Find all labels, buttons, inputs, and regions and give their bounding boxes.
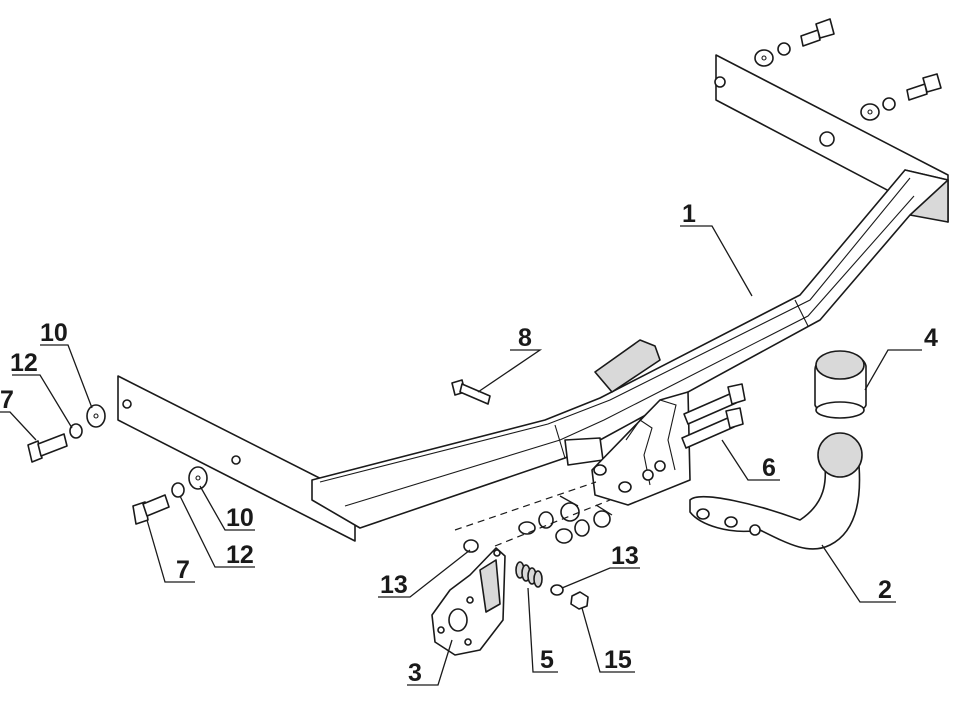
- socket-plate-part-3: [431, 539, 506, 656]
- ball-cap-part-4: [814, 350, 867, 419]
- callout-7-top: 7: [0, 386, 14, 414]
- bracket-nut: [819, 131, 835, 147]
- ball-mount-plate: [591, 391, 691, 506]
- nut-part-15: [570, 591, 589, 610]
- callout-13-left: 13: [380, 571, 408, 599]
- callout-10-top: 10: [40, 319, 68, 347]
- callout-1: 1: [682, 200, 696, 228]
- bracket-hole: [714, 76, 726, 88]
- callout-3: 3: [408, 659, 422, 687]
- left-fasteners: [27, 404, 208, 525]
- assembly-line: [494, 499, 611, 547]
- bolt-part-8: [451, 379, 491, 405]
- main-beam: [311, 169, 949, 529]
- bracket-hole: [122, 399, 132, 409]
- callout-4: 4: [924, 324, 938, 352]
- callout-2: 2: [878, 576, 892, 604]
- callout-8: 8: [518, 324, 532, 352]
- callout-10-bottom: 10: [226, 504, 254, 532]
- callout-labels: 1 2 3 4 5 6 7 7 8 10 10 12 12 13 13 15: [0, 200, 938, 687]
- bolts-part-6: [681, 383, 746, 449]
- top-right-fasteners: [754, 18, 942, 121]
- spring-part-5: [515, 561, 543, 588]
- callout-5: 5: [540, 646, 554, 674]
- towbar-crossbar: [117, 54, 949, 542]
- washer-part-13: [550, 584, 564, 596]
- ball-hitch-part-2: [689, 432, 863, 550]
- callout-12-bottom: 12: [226, 541, 254, 569]
- center-block: [594, 339, 661, 393]
- callout-7-bottom: 7: [176, 556, 190, 584]
- callout-12-top: 12: [10, 349, 38, 377]
- leader-lines: [0, 225, 922, 686]
- nuts-washers: [518, 495, 613, 544]
- callout-15: 15: [604, 646, 632, 674]
- assembly-line: [454, 481, 597, 531]
- hitch-socket: [564, 437, 604, 466]
- bracket-hole: [231, 455, 241, 465]
- callout-13-right: 13: [611, 542, 639, 570]
- callout-6: 6: [762, 454, 776, 482]
